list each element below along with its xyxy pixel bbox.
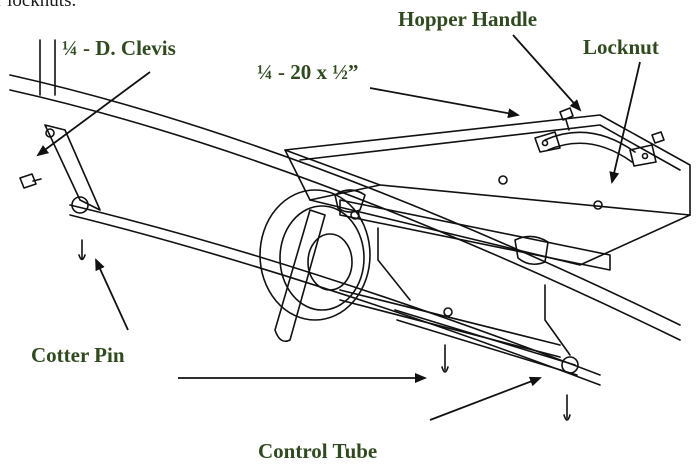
arrow-hopper-handle — [512, 34, 582, 112]
main-rail-lower — [9, 89, 681, 341]
gate-plate-left — [334, 189, 366, 213]
hopper-box — [284, 114, 691, 216]
hopper-handle-strap — [544, 131, 636, 153]
lower-frame-rail-2 — [69, 214, 601, 386]
label-hopper-handle: Hopper Handle — [398, 7, 538, 31]
label-control-tube: Control Tube — [258, 439, 378, 463]
header-text-fragment: r locknuts. — [0, 0, 77, 11]
arrow-clevis — [36, 71, 151, 157]
arrow-bolt — [369, 87, 520, 119]
handle-bolt — [559, 107, 574, 131]
handle-locknut — [651, 131, 665, 144]
clevis-pin-hole — [71, 196, 89, 214]
cotter-pin-middle — [441, 344, 449, 373]
loose-bolt — [19, 173, 42, 189]
linkage-rod-left — [377, 227, 411, 301]
handle-post — [39, 39, 56, 96]
linkage-rod-right — [544, 284, 571, 356]
label-clevis: ¼ - D. Clevis — [62, 36, 176, 60]
lower-frame-rail — [69, 204, 601, 376]
label-cotter-pin: Cotter Pin — [31, 343, 125, 367]
arrow-locknut — [609, 61, 641, 184]
main-rail-upper — [9, 74, 681, 326]
gate-plate-right — [514, 235, 549, 266]
clevis-arm — [44, 124, 101, 211]
arrow-control-tube — [429, 376, 542, 421]
label-locknut: Locknut — [583, 35, 659, 59]
control-tube — [394, 309, 578, 376]
wheel-fork — [274, 209, 326, 343]
cotter-pin-right — [563, 394, 571, 421]
cotter-pin-left — [78, 239, 86, 261]
spreader-wheel — [259, 189, 371, 321]
label-bolt: ¼ - 20 x ½” — [257, 60, 359, 84]
arrow-cotter-pin-up — [95, 258, 129, 331]
